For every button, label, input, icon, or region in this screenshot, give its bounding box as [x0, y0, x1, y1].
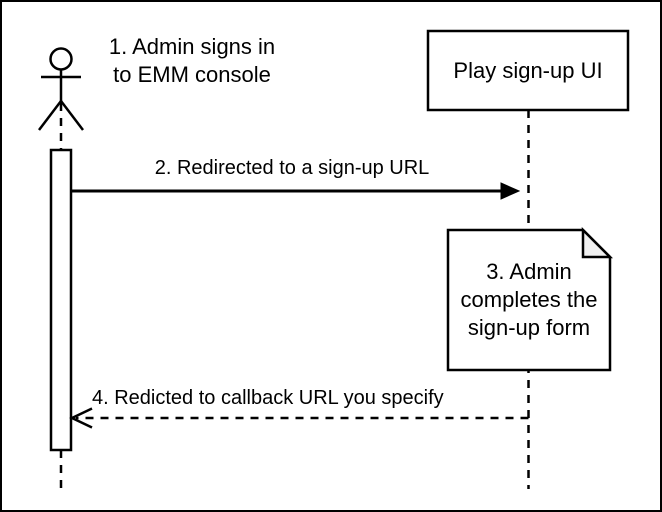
participant-label-play-signup-ui: Play sign-up UI [453, 57, 603, 83]
message-2-label: 2. Redirected to a sign-up URL [154, 157, 430, 179]
actor-leg-right [60, 100, 84, 131]
message-4-label: 4. Redicted to callback URL you specify [92, 387, 444, 409]
message-arrow-2 [71, 182, 521, 200]
actor-figure [38, 47, 84, 131]
actor-head [49, 47, 73, 71]
note-shape [446, 226, 614, 372]
message-4-arrowhead [69, 407, 93, 429]
message-2-arrowhead [500, 182, 521, 200]
note-label: 3. Admin completes the sign-up form [460, 259, 598, 340]
activation-bar [49, 148, 73, 452]
note-body [446, 228, 612, 372]
actor-message-label: 1. Admin signs in to EMM console [108, 34, 276, 87]
note-fold [581, 226, 614, 259]
actor-leg-left [38, 100, 62, 131]
participant-box-play-signup-ui [426, 29, 630, 112]
message-arrow-4 [69, 407, 529, 429]
